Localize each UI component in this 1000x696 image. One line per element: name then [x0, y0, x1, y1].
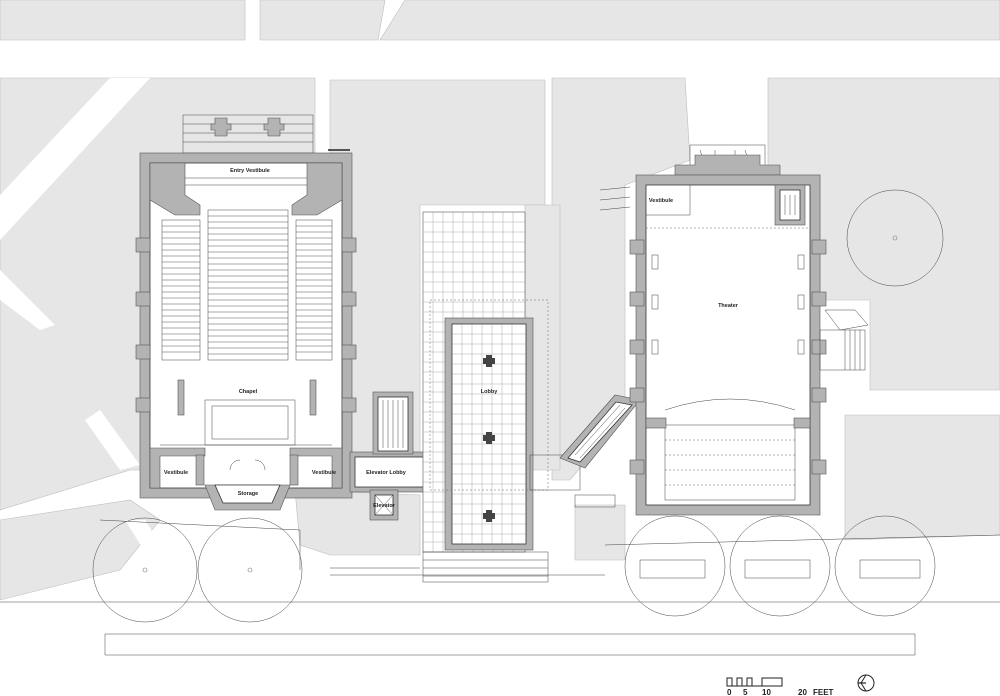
street-lines — [0, 519, 1000, 656]
trees — [92, 189, 944, 623]
scale-tick-20: 20 — [798, 688, 807, 696]
label-vestibule-mid: Vestibule — [312, 470, 336, 476]
label-vestibule-theater: Vestibule — [649, 198, 673, 204]
room-labels: Entry Vestibule Chapel Vestibule Storage… — [164, 168, 739, 509]
label-elevator-lobby: Elevator Lobby — [366, 470, 407, 476]
scale-bar: 0 5 10 20 FEET — [726, 677, 834, 696]
label-elevator: Elevator — [373, 503, 396, 509]
chapel-building — [135, 114, 357, 511]
scale-tick-5: 5 — [743, 688, 748, 696]
lobby-columns — [483, 355, 495, 522]
scale-unit: FEET — [813, 688, 834, 696]
chapel-pews — [161, 209, 333, 361]
label-entry-vestibule: Entry Vestibule — [230, 168, 270, 174]
label-storage: Storage — [238, 491, 258, 497]
connector-wing — [349, 391, 445, 521]
theater-building — [599, 144, 869, 516]
scale-tick-10: 10 — [762, 688, 771, 696]
label-chapel: Chapel — [239, 389, 258, 395]
label-vestibule-left: Vestibule — [164, 470, 188, 476]
scale-tick-0: 0 — [727, 688, 732, 696]
label-theater: Theater — [718, 303, 739, 309]
central-lobby — [422, 211, 581, 583]
label-lobby: Lobby — [481, 389, 498, 395]
north-arrow-icon — [857, 674, 875, 692]
